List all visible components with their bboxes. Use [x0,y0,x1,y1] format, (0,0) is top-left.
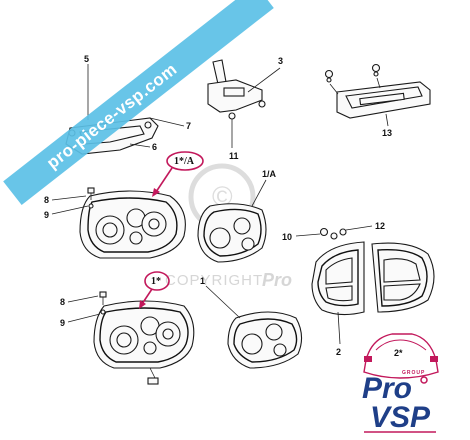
label-5: 5 [84,54,89,64]
label-9-top: 9 [44,210,49,220]
label-13: 13 [382,128,392,138]
copyright-word: COPYRIGHT [165,272,263,289]
label-1: 1 [200,276,205,286]
tail-light-right [371,242,435,313]
callout-label-1-star: 1* [151,276,161,287]
headlight-1a-star [79,190,186,259]
label-8-top: 8 [44,195,49,205]
copyright-brand: Pro [262,270,292,290]
screws-bottom [67,291,107,323]
headlight-1-star [93,300,195,385]
callout-arrowhead-1a-star [152,188,160,197]
label-7: 7 [186,121,191,131]
callout-arrowhead-1-star [139,300,146,309]
label-1a: 1/A [262,169,277,179]
brand-logo: GROUP Pro VSP [362,370,436,434]
third-brake-light [324,63,431,127]
headlight-1 [205,285,303,369]
screws-top [51,187,95,215]
car-sketch [363,333,439,379]
callout-arrow-1-star [141,288,153,305]
callout-arrow-1a-star [155,167,173,193]
label-11: 11 [229,151,239,161]
logo-line-1: Pro [362,372,412,405]
label-2: 2 [336,347,341,357]
label-12: 12 [375,221,385,231]
logo-group-text: GROUP [402,370,425,376]
car-taillight-left [364,356,372,362]
tail-light-left [311,241,365,345]
car-taillight-right [430,356,438,362]
label-10: 10 [282,232,292,242]
banner-text: pro-piece-vsp.com [43,59,181,172]
headlight-1a [197,179,267,263]
label-6: 6 [152,142,157,152]
banner-band [3,0,274,205]
bolts-10-12 [295,225,373,240]
logo-line-2: VSP [370,401,431,434]
logo-dot-icon [420,376,428,384]
connector-part [207,59,281,148]
label-2-star: 2* [394,348,403,358]
callout-ring-1-star [144,271,170,291]
label-8-bottom: 8 [60,297,65,307]
label-3: 3 [278,56,283,66]
label-9-bottom: 9 [60,318,65,328]
callout-ring-1a-star [166,151,204,171]
callout-label-1a-star: 1*/A [174,156,195,167]
